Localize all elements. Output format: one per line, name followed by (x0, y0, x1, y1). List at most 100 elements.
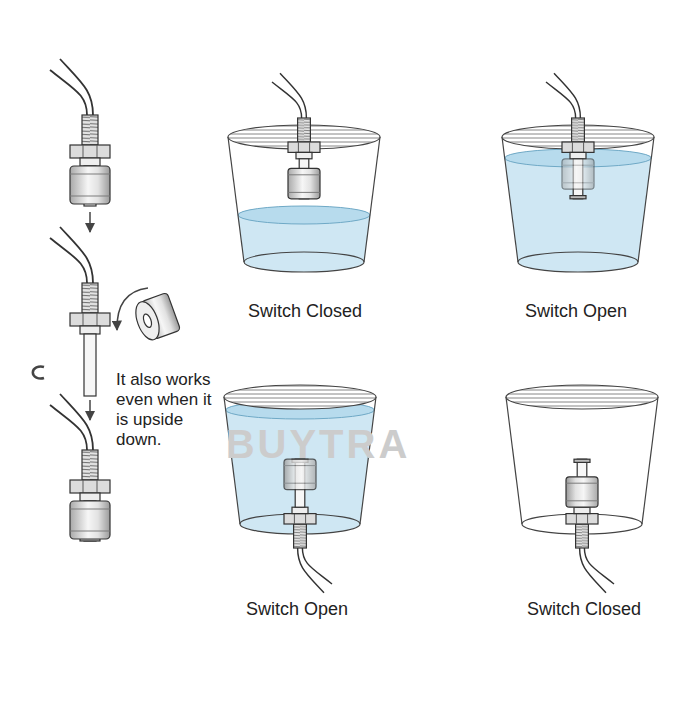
nut-edge (572, 142, 573, 152)
nut-edge (83, 480, 84, 493)
watermark: BUYTRA (226, 420, 411, 468)
float-body (70, 501, 110, 539)
threaded-stem (572, 118, 585, 142)
float (566, 477, 598, 507)
float (70, 166, 110, 204)
float-body (562, 159, 594, 189)
water (238, 206, 370, 272)
glass-container (502, 125, 654, 272)
hex-nut (70, 313, 110, 326)
collar (80, 158, 100, 166)
float-ring (566, 483, 598, 484)
float-switch (50, 59, 110, 206)
float-ring (70, 509, 110, 510)
nut-edge (83, 313, 84, 326)
wire (580, 548, 606, 593)
float-ring (562, 165, 594, 166)
water (505, 149, 652, 272)
wire (50, 238, 87, 283)
threaded-stem (576, 524, 589, 548)
state-label: Switch Open (246, 598, 348, 620)
wire (50, 70, 87, 115)
float-ring (284, 483, 316, 484)
glass-container (506, 385, 658, 534)
wire (60, 394, 93, 450)
float-ring (288, 192, 320, 193)
float-body (70, 166, 110, 204)
threaded-stem (294, 524, 307, 548)
float-switch (546, 73, 594, 199)
float-ring (566, 500, 598, 501)
glass-side (506, 397, 522, 524)
nut-edge (97, 480, 98, 493)
threaded-stem (298, 118, 311, 142)
threaded-stem (82, 450, 98, 480)
retaining-clip (574, 459, 590, 462)
collar (570, 152, 586, 158)
float-ring (70, 174, 110, 175)
collar (574, 507, 590, 513)
collar (80, 326, 100, 334)
nut-edge (294, 514, 295, 524)
float-ring (70, 531, 110, 532)
float-switch (50, 227, 110, 396)
wire (298, 548, 324, 593)
wire (50, 405, 87, 450)
float-ring (288, 174, 320, 175)
wire (60, 59, 93, 115)
state-label: Switch Open (525, 300, 627, 322)
wire (272, 82, 302, 118)
glass-container (228, 125, 380, 272)
water (226, 401, 375, 534)
float (562, 159, 594, 189)
float-switch (284, 459, 332, 593)
glass-lid (506, 385, 658, 409)
state-label: Switch Closed (527, 598, 641, 620)
step-arrow (89, 212, 91, 232)
hex-nut (288, 142, 320, 152)
wire (584, 548, 614, 584)
collar (292, 507, 308, 513)
glass-lid (224, 385, 376, 409)
note-text: It also works even when it is upside dow… (116, 370, 216, 450)
glass-side (642, 397, 658, 524)
nut-edge (587, 514, 588, 524)
nut-edge (97, 145, 98, 158)
hex-nut (284, 514, 316, 524)
curved-arrow (117, 288, 148, 330)
stem (84, 334, 96, 396)
e-clip (33, 367, 44, 379)
wire (546, 82, 576, 118)
float-hole (142, 313, 153, 329)
glass-side (228, 137, 244, 262)
glass-side (364, 137, 380, 262)
nut-edge (298, 142, 299, 152)
step-arrow (89, 400, 91, 420)
nut-edge (583, 142, 584, 152)
state-label: Switch Closed (248, 300, 362, 322)
float-face (131, 299, 163, 343)
glass-bottom (244, 252, 364, 272)
collar (296, 152, 312, 158)
loose-float (131, 292, 180, 343)
threaded-stem (82, 115, 98, 145)
glass-side (502, 137, 518, 262)
wire (280, 73, 306, 118)
wire (60, 227, 93, 283)
hex-nut (566, 514, 598, 524)
nut-edge (97, 313, 98, 326)
nut-edge (576, 514, 577, 524)
nut-edge (83, 145, 84, 158)
float (288, 168, 320, 198)
hex-nut (562, 142, 594, 152)
collar (80, 493, 100, 501)
glass-bottom (518, 252, 638, 272)
float-body (566, 477, 598, 507)
retaining-clip (570, 196, 586, 199)
hex-nut (70, 480, 110, 493)
float-ring (562, 182, 594, 183)
float-body (288, 168, 320, 198)
float-ring (70, 196, 110, 197)
wire (302, 548, 332, 584)
